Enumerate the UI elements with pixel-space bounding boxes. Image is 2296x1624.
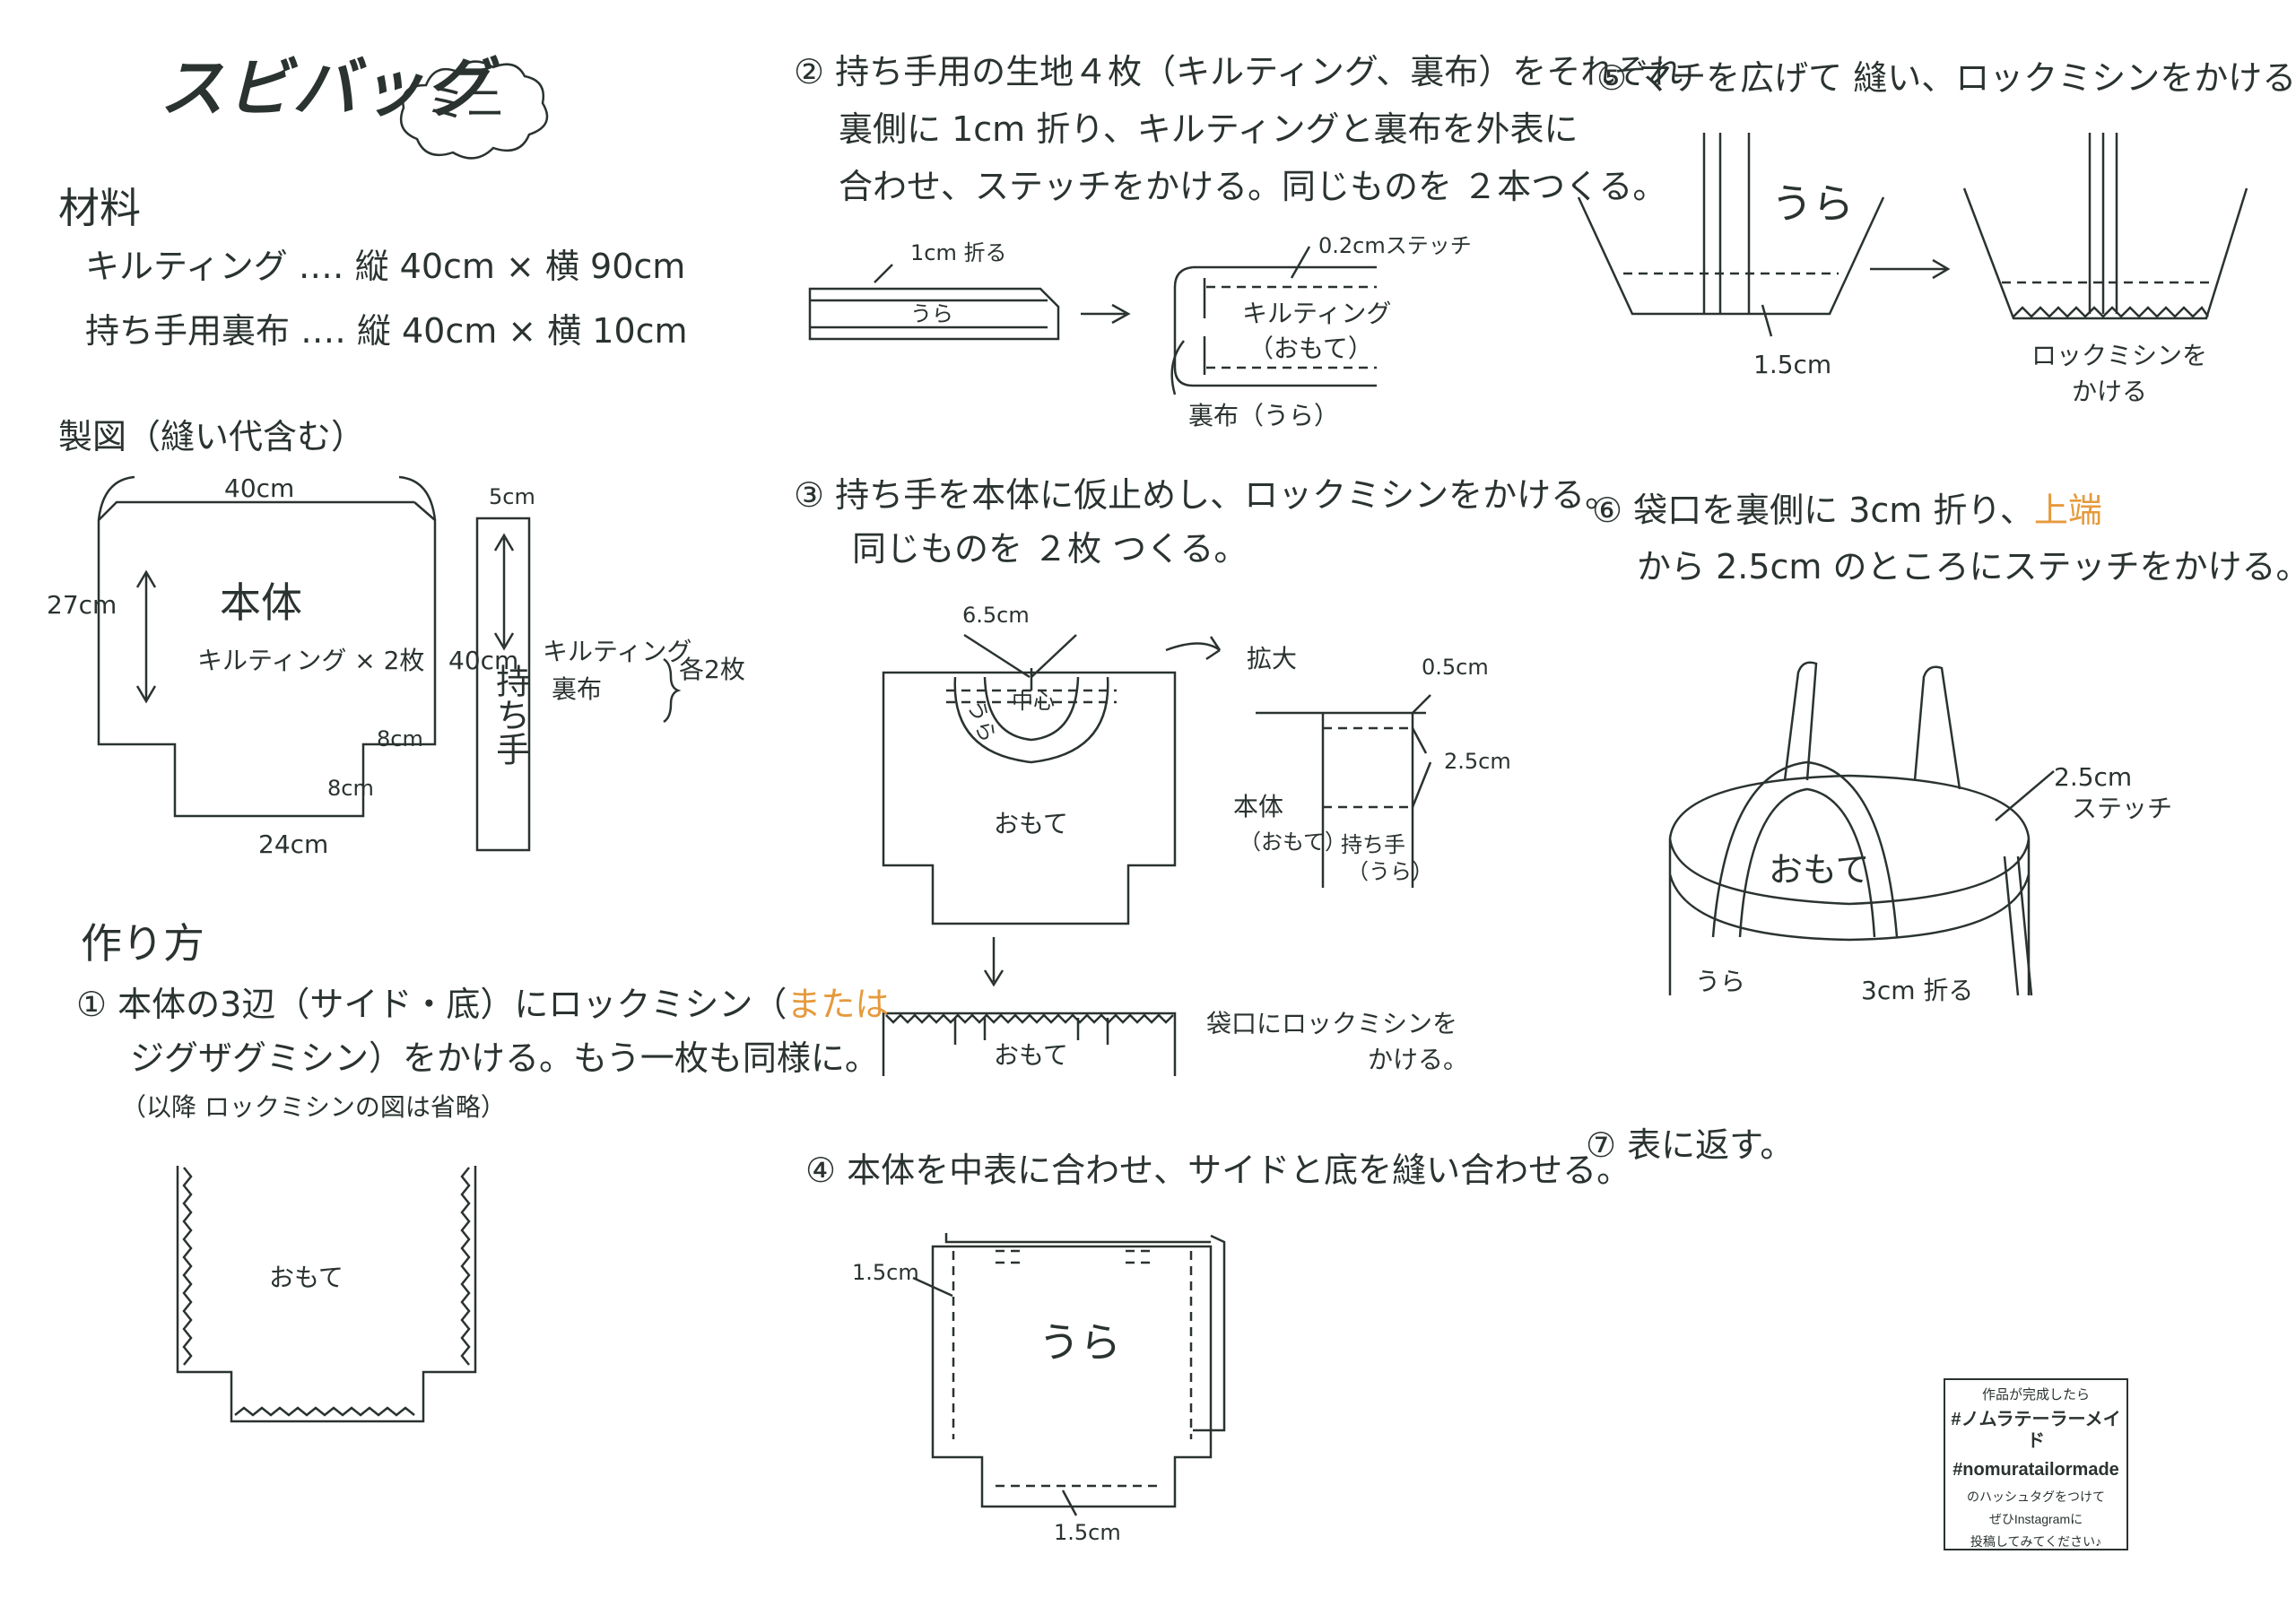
step2-quilting-label: キルティング <box>1242 299 1392 328</box>
hashtag-en: #nomuratailormade <box>1952 1460 2119 1480</box>
pattern-body-width: 40cm <box>224 473 295 503</box>
step6-stitch-line1: 2.5cm <box>2054 762 2133 792</box>
materials-item-quilting: キルティング ‥‥ 縦 40cm × 横 90cm <box>85 247 686 286</box>
step3-lock-strip <box>882 1012 1177 1076</box>
hashtag-line6: 投稿してみてください♪ <box>1970 1533 2102 1549</box>
step2-stitch-label: 0.2cmステッチ <box>1318 233 1472 258</box>
step2-folded-strip <box>808 287 1060 341</box>
title-main: スビバッグ <box>160 50 492 126</box>
pattern-notch-width: 8cm <box>377 726 423 751</box>
step2-stitched-strip <box>1173 265 1377 387</box>
step1-zigzag-right <box>460 1167 471 1366</box>
pattern-handle-width: 5cm <box>489 484 535 509</box>
step4-bottom-label: 1.5cm <box>1054 1520 1121 1545</box>
step7-line1: ⑦ 表に返す。 <box>1586 1125 1795 1165</box>
step3-omote-label: おもて <box>994 809 1068 838</box>
step2-line3: 合わせ、ステッチをかける。同じものを ２本つくる。 <box>839 167 1667 206</box>
pattern-handle-length: 40cm <box>448 646 519 675</box>
step2-ura-label: うら <box>910 301 953 326</box>
step6-handle-front <box>1711 760 1899 938</box>
step2-fold-label: 1cm 折る <box>910 240 1007 265</box>
pattern-body-outline <box>97 500 437 818</box>
step3-d1-label: 0.5cm <box>1422 655 1489 680</box>
step3-lock-line2: かける。 <box>1368 1045 1469 1074</box>
pattern-body-height: 27cm <box>47 590 117 620</box>
pattern-handle-material-lining: 裏布 <box>552 674 603 704</box>
step6-line1: ⑥ 袋口を裏側に 3cm 折り、上端 <box>1592 491 2102 530</box>
step3-handle-label: 持ち手 <box>1341 832 1405 857</box>
step5-ura-label: うら <box>1771 179 1854 228</box>
hashtag-line4: のハッシュタグをつけて <box>1967 1489 2105 1504</box>
step4-line1: ④ 本体を中表に合わせ、サイドと底を縫い合わせる。 <box>805 1151 1631 1190</box>
materials-heading: 材料 <box>58 184 141 232</box>
step4-side-label: 1.5cm <box>852 1260 919 1285</box>
step2-lining-label: 裏布（うら） <box>1188 401 1340 430</box>
pattern-body-label: 本体 <box>220 578 302 627</box>
pattern-bottom-width: 24cm <box>258 829 329 859</box>
step1-body-shape <box>176 1166 477 1423</box>
step6-omote-label: おもて <box>1769 850 1870 890</box>
step3-strip-omote-label: おもて <box>994 1040 1068 1070</box>
method-heading: 作り方 <box>81 919 204 968</box>
pattern-body-corner-curves <box>97 475 437 521</box>
step3-handle-loop <box>953 676 1109 764</box>
pattern-handle-material-quilting: キルティング <box>543 637 692 666</box>
step5-line1: ⑤ マチを広げて 縫い、ロックミシンをかける。 <box>1596 58 2296 98</box>
step3-handle-ura-label: （うら） <box>1347 859 1433 884</box>
pattern-handle-qty: 各2枚 <box>679 655 745 684</box>
hashtag-box: 作品が完成したら #ノムラテーラーメイド #nomuratailormade の… <box>1944 1378 2128 1550</box>
step1-line1: ① 本体の3辺（サイド・底）にロックミシン（または <box>76 985 890 1024</box>
step3-body-shape <box>882 671 1177 925</box>
step4-body-front <box>931 1245 1213 1508</box>
step1-line2: ジグザグミシン）をかける。もう一枚も同様に。 <box>130 1038 879 1078</box>
hashtag-ja: #ノムラテーラーメイド <box>1951 1410 2121 1451</box>
step3-line1: ③ 持ち手を本体に仮止めし、ロックミシンをかける。 <box>794 475 1620 515</box>
hashtag-line1: 作品が完成したら <box>1981 1387 2090 1403</box>
step4-body-back <box>944 1233 1226 1432</box>
hashtag-line5: ぜひInstagramに <box>1988 1511 2083 1526</box>
step1-note: （以降 ロックミシンの図は省略） <box>121 1092 506 1122</box>
step6-stitch-line2: ステッチ <box>2072 794 2173 823</box>
pattern-handle-strip <box>475 517 531 852</box>
step2-line1: ② 持ち手用の生地４枚（キルティング、裏布）をそれぞれ <box>794 52 1683 91</box>
step4-ura-label: うら <box>1039 1318 1121 1367</box>
step2-omote-label: （おもて） <box>1248 334 1373 363</box>
step1-zigzag-left <box>182 1167 193 1366</box>
step3-zoom-label: 拡大 <box>1247 644 1298 673</box>
step3-center-label: 中心 <box>1012 689 1055 714</box>
step1-zigzag-bottom <box>234 1406 415 1417</box>
step6-line2: から 2.5cm のところにステッチをかける。 <box>1637 547 2296 586</box>
step6-handle-back <box>1783 661 1961 790</box>
pattern-handle-label: 持ち手 <box>490 664 530 766</box>
step5-gusset-before <box>1577 133 1885 316</box>
step1-figure-label: おもて <box>269 1263 344 1292</box>
step6-fold-label: 3cm 折る <box>1861 976 1974 1005</box>
pattern-notch-height: 8cm <box>327 776 374 801</box>
step3-lock-line1: 袋口にロックミシンを <box>1206 1009 1458 1038</box>
step5-seam-label: 1.5cm <box>1753 350 1832 379</box>
step3-d2-label: 2.5cm <box>1444 749 1511 774</box>
step5-gusset-after <box>1962 133 2248 320</box>
materials-item-lining: 持ち手用裏布 ‥‥ 縦 40cm × 横 10cm <box>85 311 688 351</box>
title-sub: ミニ <box>426 81 505 126</box>
zoom-arrow <box>1165 636 1222 661</box>
step6-ura-label: うら <box>1695 967 1746 996</box>
step2-line2: 裏側に 1cm 折り、キルティングと裏布を外表に <box>839 109 1578 149</box>
pattern-heading: 製図（縫い代含む） <box>58 417 366 456</box>
step3-body-omote-label: （おもて） <box>1239 829 1347 855</box>
step6-bag-outline <box>1668 774 2031 995</box>
step3-gap-label: 6.5cm <box>962 603 1030 628</box>
step3-body-label: 本体 <box>1233 792 1284 821</box>
step5-lock-line1: ロックミシンを <box>2031 341 2208 370</box>
step3-line2: 同じものを ２枚 つくる。 <box>852 529 1248 569</box>
step5-lock-line2: かける <box>2072 377 2148 406</box>
title-cloud <box>399 60 549 160</box>
pattern-body-material: キルティング × 2枚 <box>197 646 425 675</box>
